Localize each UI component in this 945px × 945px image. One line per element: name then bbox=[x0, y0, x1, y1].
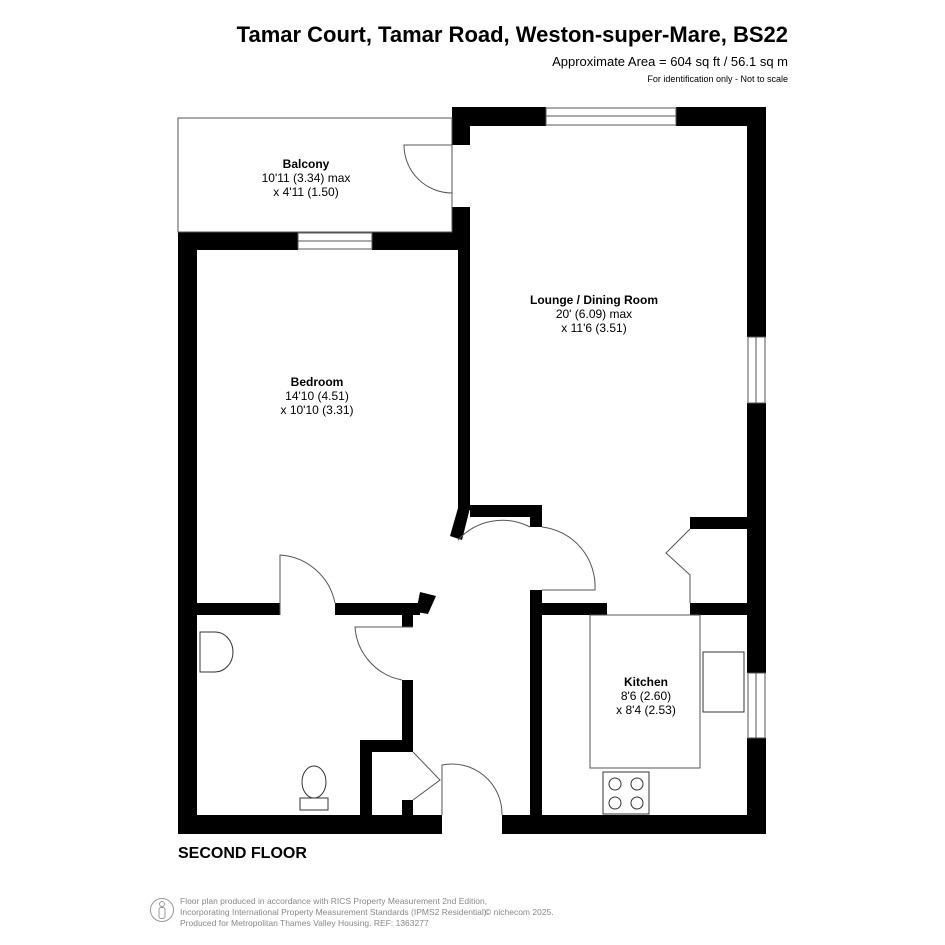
basin-icon bbox=[199, 631, 234, 673]
room-name: Balcony bbox=[282, 157, 330, 171]
room-name: Lounge / Dining Room bbox=[530, 293, 658, 307]
property-title: Tamar Court, Tamar Road, Weston-super-Ma… bbox=[236, 22, 788, 47]
room-bedroom: Bedroom 14'10 (4.51) x 10'10 (3.31) bbox=[280, 375, 353, 417]
room-dimension: 8'6 (2.60) bbox=[620, 689, 672, 703]
fixtures bbox=[199, 631, 745, 815]
room-dimension: x 4'11 (1.50) bbox=[273, 185, 339, 199]
person-logo-icon bbox=[150, 898, 174, 922]
room-kitchen: Kitchen 8'6 (2.60) x 8'4 (2.53) bbox=[616, 675, 676, 717]
room-name: Kitchen bbox=[623, 675, 668, 689]
footer-line: Produced for Metropolitan Thames Valley … bbox=[180, 918, 429, 928]
room-dimension: x 8'4 (2.53) bbox=[616, 703, 676, 717]
walls bbox=[178, 107, 766, 834]
approximate-area: Approximate Area = 604 sq ft / 56.1 sq m bbox=[552, 54, 788, 69]
hob-icon bbox=[602, 771, 650, 815]
scale-note: For identification only - Not to scale bbox=[647, 74, 788, 84]
sink-icon bbox=[702, 651, 745, 713]
room-dimension: x 10'10 (3.31) bbox=[280, 403, 354, 417]
room-lounge: Lounge / Dining Room 20' (6.09) max x 11… bbox=[530, 293, 658, 335]
copyright: © nichecom 2025. bbox=[485, 907, 554, 917]
footer-text: Floor plan produced in accordance with R… bbox=[180, 896, 489, 929]
room-dimension: 10'11 (3.34) max bbox=[261, 171, 351, 185]
toilet-icon bbox=[301, 765, 327, 799]
room-name: Bedroom bbox=[290, 375, 344, 389]
footer-line: Floor plan produced in accordance with R… bbox=[180, 896, 488, 906]
room-dimension: 14'10 (4.51) bbox=[285, 389, 349, 403]
footer-line: Incorporating International Property Mea… bbox=[180, 907, 489, 917]
room-dimension: 20' (6.09) max bbox=[555, 307, 633, 321]
room-dimension: x 11'6 (3.51) bbox=[561, 321, 627, 335]
floor-label: SECOND FLOOR bbox=[178, 845, 307, 862]
room-balcony: Balcony 10'11 (3.34) max x 4'11 (1.50) bbox=[262, 157, 351, 199]
windows-and-doors bbox=[177, 107, 766, 816]
